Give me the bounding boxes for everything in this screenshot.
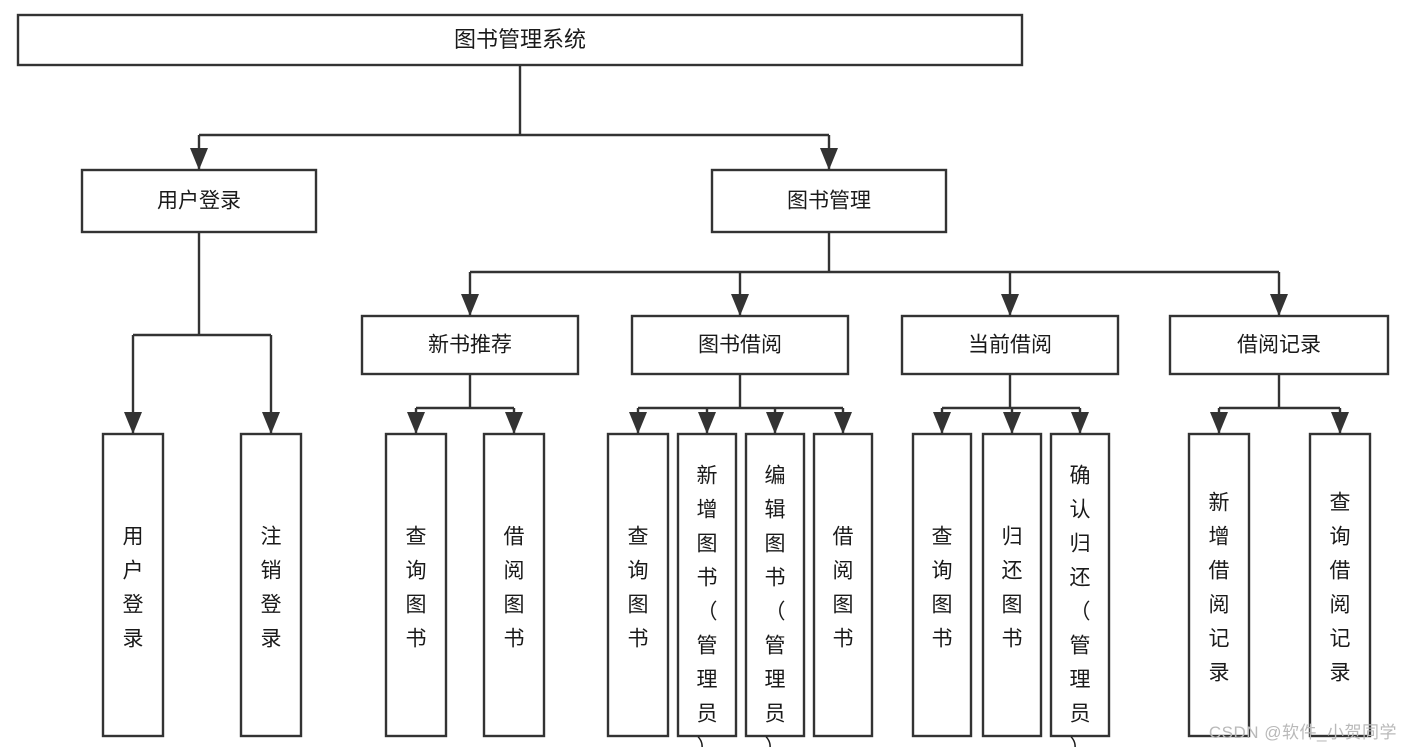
leaf-label: 用户登录 — [123, 526, 144, 651]
node-label: 图书管理 — [787, 190, 871, 213]
leaf-node-leaf-edit-book[interactable]: 编辑图书（管理员） — [744, 432, 806, 752]
node-rect — [384, 432, 448, 738]
leaf-node-leaf-confirm-return[interactable]: 确认归还（管理员） — [1049, 432, 1111, 752]
arrow-head-icon — [834, 412, 852, 434]
arrow-head-icon — [262, 412, 280, 434]
leaf-node-leaf-borrow-book[interactable]: 借阅图书 — [812, 432, 874, 738]
node-rect — [606, 432, 670, 738]
node-boxes: 图书管理系统用户登录图书管理新书推荐图书借阅当前借阅借阅记录用户登录注销登录查询… — [16, 13, 1390, 752]
arrow-head-icon — [698, 412, 716, 434]
root-node-book-management-system[interactable]: 图书管理系统 — [16, 13, 1024, 67]
leaf-label: 查询借阅记录 — [1330, 492, 1351, 685]
watermark-text: CSDN @软件_小贺同学 — [1208, 723, 1397, 742]
node-rect — [16, 13, 1024, 67]
node-rect — [812, 432, 874, 738]
arrow-head-icon — [407, 412, 425, 434]
node-rect — [239, 432, 303, 738]
leaf-label: 查询图书 — [932, 526, 953, 651]
node-rect — [482, 432, 546, 738]
node-label: 图书借阅 — [698, 334, 782, 357]
leaf-node-leaf-add-record[interactable]: 新增借阅记录 — [1187, 432, 1251, 738]
arrow-head-icon — [820, 148, 838, 170]
node-rect — [981, 432, 1043, 738]
node-rect — [630, 314, 850, 376]
node-label: 当前借阅 — [968, 334, 1052, 357]
node-rect — [676, 432, 738, 738]
level2-node-user-login[interactable]: 用户登录 — [80, 168, 318, 234]
node-rect — [911, 432, 973, 738]
arrow-head-icon — [1071, 412, 1089, 434]
leaf-node-leaf-query-record[interactable]: 查询借阅记录 — [1308, 432, 1372, 738]
leaf-label: 注销登录 — [261, 526, 282, 651]
leaf-node-leaf-user-login[interactable]: 用户登录 — [101, 432, 165, 738]
node-rect — [360, 314, 580, 376]
leaf-label: 查询图书 — [406, 526, 427, 651]
node-label: 新书推荐 — [428, 334, 512, 357]
leaf-node-leaf-add-book[interactable]: 新增图书（管理员） — [676, 432, 738, 752]
node-label: 用户登录 — [157, 190, 241, 213]
arrow-head-icon — [766, 412, 784, 434]
arrow-head-icon — [124, 412, 142, 434]
leaf-node-leaf-borrow-book-rec[interactable]: 借阅图书 — [482, 432, 546, 738]
node-rect — [80, 168, 318, 234]
arrow-head-icon — [1003, 412, 1021, 434]
leaf-node-leaf-query-book-rec[interactable]: 查询图书 — [384, 432, 448, 738]
node-rect — [744, 432, 806, 738]
arrow-head-icon — [629, 412, 647, 434]
leaf-label: 新增借阅记录 — [1209, 492, 1230, 685]
arrow-head-icon — [1001, 294, 1019, 316]
level3-node-current-borrow[interactable]: 当前借阅 — [900, 314, 1120, 376]
node-rect — [1308, 432, 1372, 738]
leaf-node-leaf-return-book[interactable]: 归还图书 — [981, 432, 1043, 738]
leaf-label: 新增图书（管理员） — [697, 465, 718, 747]
level3-node-borrow-record[interactable]: 借阅记录 — [1168, 314, 1390, 376]
level3-node-book-borrow[interactable]: 图书借阅 — [630, 314, 850, 376]
leaf-label: 确认归还（管理员） — [1070, 465, 1091, 747]
arrow-head-icon — [731, 294, 749, 316]
arrow-head-icon — [933, 412, 951, 434]
leaf-label: 编辑图书（管理员） — [765, 465, 786, 747]
leaf-label: 借阅图书 — [504, 526, 525, 651]
arrow-head-icon — [1210, 412, 1228, 434]
arrow-head-icon — [1331, 412, 1349, 434]
node-rect — [900, 314, 1120, 376]
leaf-label: 查询图书 — [628, 526, 649, 651]
arrow-head-icon — [1270, 294, 1288, 316]
node-label: 图书管理系统 — [454, 27, 586, 52]
arrow-head-icon — [190, 148, 208, 170]
node-rect — [1168, 314, 1390, 376]
connector-lines — [124, 65, 1349, 434]
leaf-node-leaf-query-book-current[interactable]: 查询图书 — [911, 432, 973, 738]
level3-node-new-book-recommend[interactable]: 新书推荐 — [360, 314, 580, 376]
leaf-node-leaf-user-logout[interactable]: 注销登录 — [239, 432, 303, 738]
node-rect — [710, 168, 948, 234]
node-rect — [101, 432, 165, 738]
node-label: 借阅记录 — [1237, 334, 1321, 357]
arrow-head-icon — [505, 412, 523, 434]
arrow-head-icon — [461, 294, 479, 316]
node-rect — [1187, 432, 1251, 738]
node-rect — [1049, 432, 1111, 738]
leaf-label: 借阅图书 — [833, 526, 854, 651]
leaf-node-leaf-query-book-borrow[interactable]: 查询图书 — [606, 432, 670, 738]
leaf-label: 归还图书 — [1002, 526, 1023, 651]
level2-node-book-management[interactable]: 图书管理 — [710, 168, 948, 234]
